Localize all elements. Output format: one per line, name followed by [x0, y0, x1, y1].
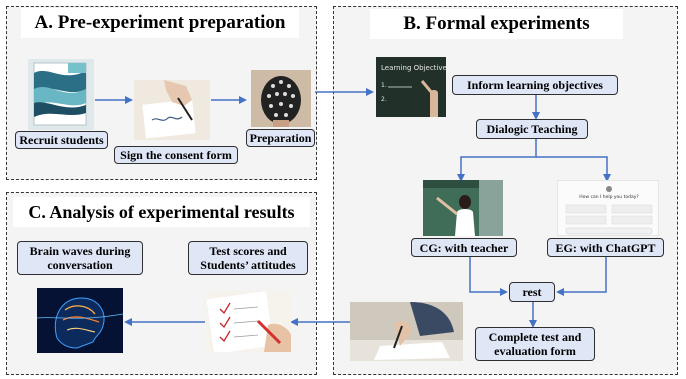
blackboard-image: Learning Objectives 1. 2. [376, 57, 446, 117]
complete-test-line-1: Complete test and [488, 330, 582, 344]
teacher-classroom-image [423, 180, 503, 236]
panel-a-title: A. Pre-experiment preparation [21, 8, 299, 38]
test-scores-node: Test scores and Students’ attitudes [188, 241, 308, 275]
brain-visualization-image [37, 288, 123, 353]
blackboard-line-1: 1. [381, 82, 387, 89]
brain-waves-line-1: Brain waves during [29, 244, 131, 258]
preparation-node: Preparation [246, 129, 315, 147]
consent-form-image [134, 80, 210, 140]
graded-test-paper-image [206, 291, 291, 352]
rest-node: rest [509, 282, 555, 302]
inform-objectives-node: Inform learning objectives [452, 75, 618, 95]
complete-test-line-2: evaluation form [494, 344, 576, 358]
complete-test-node: Complete test and evaluation form [475, 327, 595, 361]
dialogic-teaching-node: Dialogic Teaching [476, 119, 588, 139]
chatgpt-screenshot-image: How can I help you today? [557, 180, 659, 236]
brain-waves-node: Brain waves during conversation [17, 241, 143, 275]
brochure-image [28, 59, 94, 130]
sign-consent-node: Sign the consent form [114, 146, 238, 164]
chatgpt-title: How can I help you today? [579, 194, 639, 200]
blackboard-heading: Learning Objectives [381, 64, 446, 72]
panel-b-title: B. Formal experiments [370, 9, 623, 39]
test-scores-line-2: Students’ attitudes [200, 258, 296, 272]
blackboard-line-2: 2. [381, 96, 387, 103]
recruit-students-node: Recruit students [15, 131, 108, 149]
cg-teacher-node: CG: with teacher [411, 238, 517, 257]
brain-waves-line-2: conversation [47, 258, 113, 272]
test-scores-line-1: Test scores and [209, 244, 287, 258]
panel-c-title: C. Analysis of experimental results [13, 197, 310, 227]
eg-chatgpt-node: EG: with ChatGPT [547, 238, 664, 257]
student-writing-image [350, 302, 463, 361]
eeg-cap-image [251, 70, 311, 127]
